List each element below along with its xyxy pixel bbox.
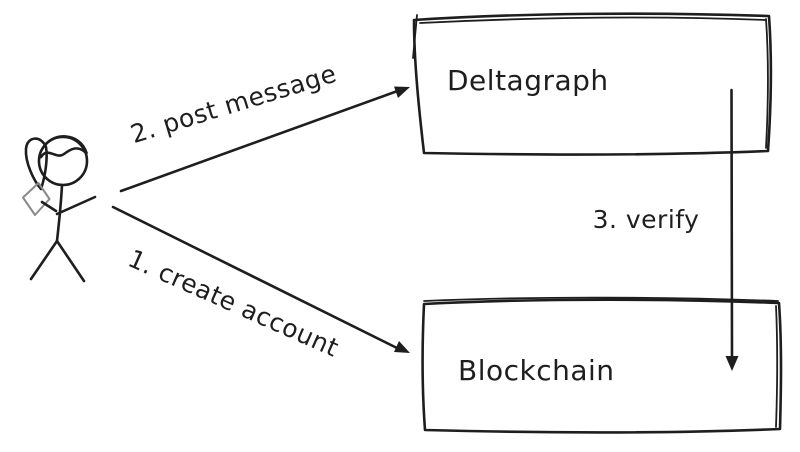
user-arm-left — [40, 200, 58, 213]
deltagraph-label: Deltagraph — [447, 64, 609, 97]
blockchain-label: Blockchain — [458, 354, 615, 387]
verify-arrowhead-icon — [725, 356, 739, 371]
deltagraph-box-sketch-stroke — [412, 14, 769, 149]
edge-post-message: 2. post message — [119, 59, 410, 193]
user-phone-icon — [22, 182, 51, 216]
user-ponytail-icon — [24, 137, 48, 191]
deltagraph-box — [412, 12, 773, 156]
edge-create-account: 1. create account — [111, 205, 410, 363]
edge-verify: 3. verify — [593, 88, 739, 371]
blockchain-box — [421, 298, 783, 434]
post-message-label: 2. post message — [127, 59, 340, 149]
create-account-label: 1. create account — [124, 244, 343, 363]
post-message-arrowhead-icon — [394, 86, 410, 98]
user-leg-right — [55, 239, 86, 283]
user-leg-left — [29, 239, 59, 281]
post-message-arrow-line — [119, 87, 405, 193]
verify-label: 3. verify — [593, 205, 700, 234]
verify-arrow-line — [730, 88, 734, 359]
actor-user — [22, 135, 97, 283]
node-deltagraph: Deltagraph — [412, 12, 773, 156]
create-account-arrow-line — [111, 205, 403, 352]
create-account-arrowhead-icon — [394, 341, 410, 353]
blockchain-box-sketch-stroke — [423, 296, 779, 428]
node-blockchain: Blockchain — [421, 296, 783, 434]
user-arm-right — [55, 195, 97, 216]
